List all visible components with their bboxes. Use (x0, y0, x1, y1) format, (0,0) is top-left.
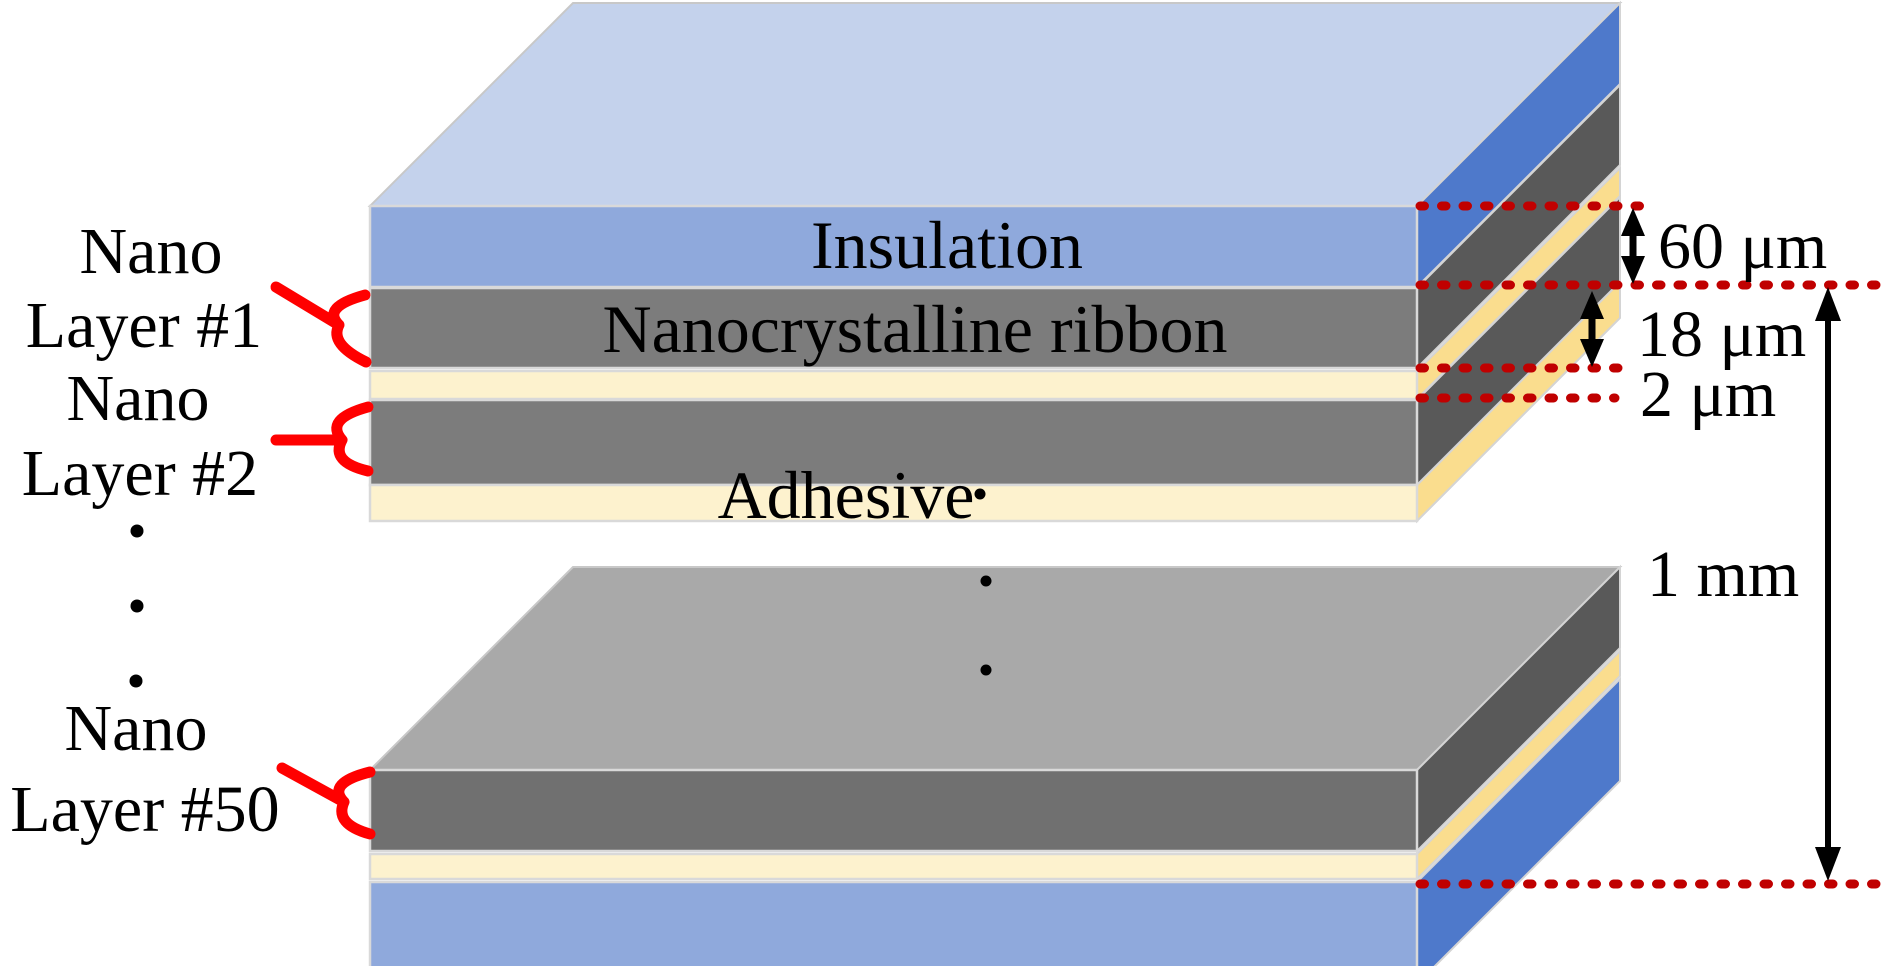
dim-total-stack-height: 1 mm (1647, 287, 1841, 881)
arrow-head-down (1580, 339, 1604, 367)
arrow-head-up (1815, 287, 1841, 321)
arrow-head-up (1621, 208, 1645, 236)
dim-ribbon-thickness: 18 μm (1580, 291, 1806, 371)
nano-layer-1-line1: Nano (80, 215, 223, 288)
bottom-adhesive-front (368, 852, 1419, 881)
nano-layer-2-bracket (270, 401, 374, 477)
ellipsis-dot (130, 599, 144, 613)
nano-layer-50-line1: Nano (65, 692, 208, 765)
adhesive-label: Adhesive (718, 457, 975, 533)
nano-layer-1-callout: Nano Layer #1 (26, 215, 372, 368)
top-block-top-face (367, 2, 1623, 207)
bottom-block-top-face (367, 566, 1623, 771)
nano-layer-1-line2: Layer #1 (26, 289, 262, 362)
bottom-insulation-front (368, 880, 1419, 966)
nano-layer-50-line2: Layer #50 (10, 773, 279, 846)
ellipsis-dot (980, 575, 992, 587)
ellipsis-dot (980, 664, 992, 676)
ellipsis-dot (129, 674, 143, 688)
left-continuation-dots (129, 524, 144, 688)
arrow-head-down (1621, 256, 1645, 284)
dim-label-18um: 18 μm (1637, 298, 1806, 371)
dim-label-2um: 2 μm (1640, 358, 1776, 431)
insulation-layer-front (368, 204, 1419, 289)
ribbon-layer-1-front (368, 286, 1419, 370)
ellipsis-dot (974, 488, 986, 500)
arrow-head-up (1580, 291, 1604, 319)
nano-layer-2-line1: Nano (67, 362, 210, 435)
ellipsis-dot (130, 524, 144, 538)
nano-layer-1-bracket (270, 281, 372, 368)
middle-continuation-dots (974, 488, 992, 676)
adhesive-layer-2-front (368, 483, 1419, 523)
ribbon-layer-50-front (368, 768, 1419, 853)
nano-layer-2-callout: Nano Layer #2 (22, 362, 374, 510)
nano-layer-50-bracket (276, 762, 376, 840)
dim-insulation-thickness: 60 μm (1621, 208, 1827, 284)
arrow-head-down (1815, 847, 1841, 881)
nano-layer-50-callout: Nano Layer #50 (10, 692, 376, 846)
dim-label-1mm: 1 mm (1647, 538, 1799, 611)
insulation-label: Insulation (811, 207, 1083, 283)
top-block: Insulation Nanocrystalline ribbon Adhesi… (367, 0, 1623, 533)
nano-layer-2-line2: Layer #2 (22, 437, 258, 510)
adhesive-layer-1-front (368, 369, 1419, 401)
dimension-reference-lines (1415, 201, 1883, 889)
dim-label-60um: 60 μm (1658, 210, 1827, 283)
ribbon-label: Nanocrystalline ribbon (602, 291, 1227, 367)
dim-adhesive-thickness: 2 μm (1640, 358, 1776, 431)
bottom-block (367, 564, 1623, 966)
